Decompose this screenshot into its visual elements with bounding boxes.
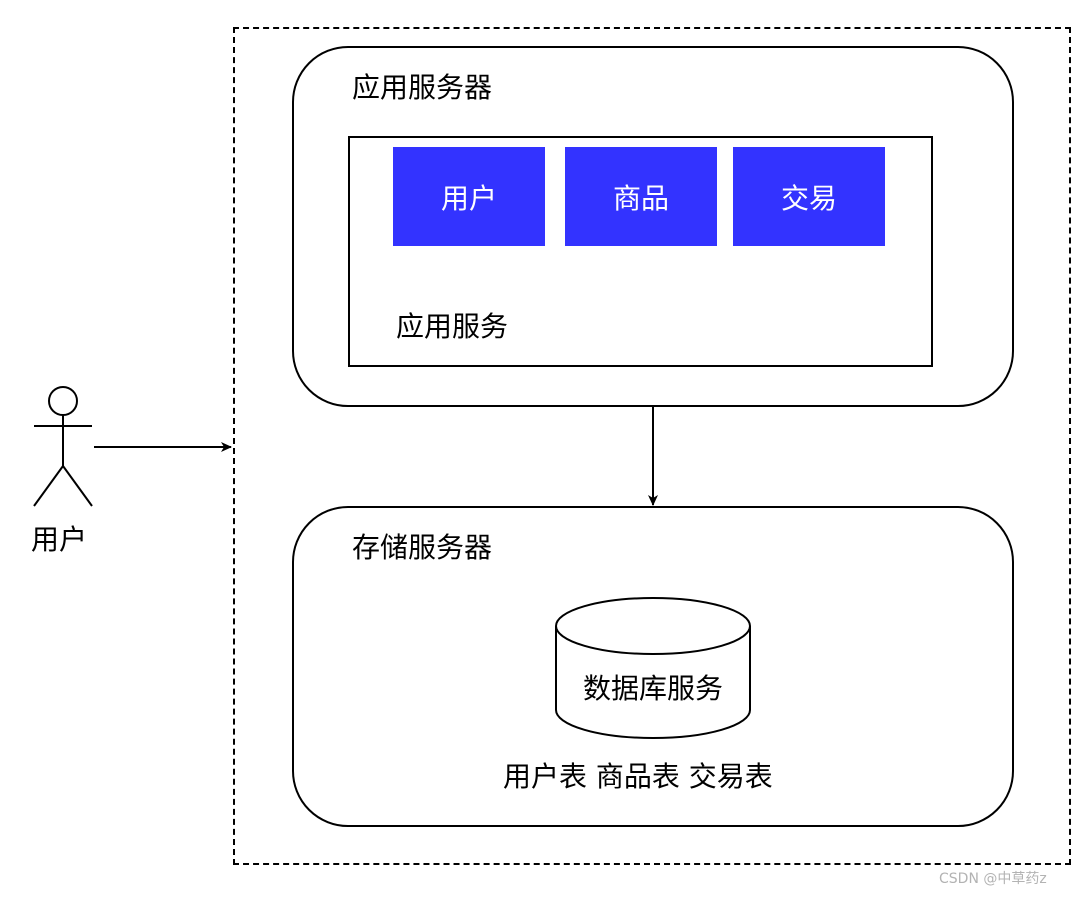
actor-label: 用户 xyxy=(31,523,88,556)
trade-module: 交易 xyxy=(733,147,885,246)
product-module: 商品 xyxy=(565,147,717,246)
database-cylinder xyxy=(555,597,751,739)
database-service-label: 数据库服务 xyxy=(582,672,723,705)
user-module: 用户 xyxy=(393,147,545,246)
system-boundary xyxy=(233,27,1071,865)
application-service-label: 应用服务 xyxy=(396,310,509,343)
database-tables-label: 用户表 商品表 交易表 xyxy=(503,760,773,793)
application-server-label: 应用服务器 xyxy=(352,71,493,104)
actor-icon xyxy=(33,386,93,507)
watermark: CSDN @中草药z xyxy=(939,871,1047,887)
storage-server-label: 存储服务器 xyxy=(352,531,493,564)
